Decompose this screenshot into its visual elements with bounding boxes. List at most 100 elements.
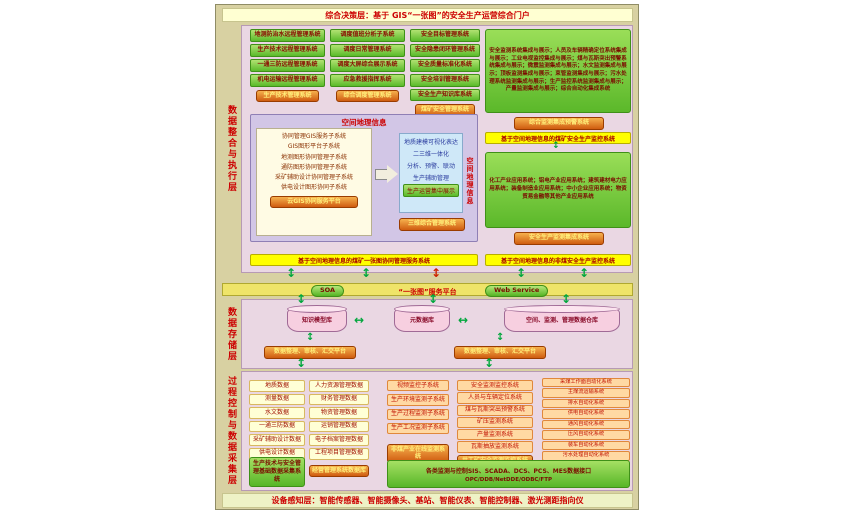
dispatch-systems: 调度值班分析子系统调度日常管理系统调度大屏综合展示系统应急救援指挥系统 [330, 29, 405, 87]
monitor-integration-footer: 综合监测集成预警系统 [514, 117, 604, 130]
data-interface-bar: 各类监测与控制SIS、SCADA、DCS、PCS、MES数据接口 OPC/DDB… [387, 460, 630, 488]
video-monitor-list: 视频监控子系统生产环境监测子系统生产过程监测子系统生产工况监测子系统 [387, 380, 449, 435]
data-box: 一通三防数据 [249, 420, 305, 433]
flow-arrow-icon [375, 165, 398, 183]
connector-arrow-icon: ↔ [354, 313, 365, 327]
system-box: 一通三防远程管理系统 [250, 58, 325, 72]
subsystem-box: 煤与瓦斯突出预警系统 [457, 404, 533, 416]
data-platform-2: 数据整理、审核、汇交平台 [454, 346, 546, 359]
subsystem-box: 视频监控子系统 [387, 380, 449, 392]
gis-subsystem: 协同管理GIS服务子系统 [281, 133, 347, 140]
connector-arrow-icon: ↕ [561, 292, 572, 306]
soa-service-bar: SOA “一张图”服务平台 Web Service [222, 283, 633, 297]
monitor-integration-text: 安全监测系统集成与展示；人员及车辆精确定位系统集成与展示；工业电视监控集成与展示… [489, 47, 627, 93]
data-interface-line2: OPC/DDB/NetDDE/ODBC/FTP [465, 476, 552, 483]
data-box: 电子档案管理数据 [309, 434, 369, 446]
group-production-tech: 地测防治水远程管理系统生产技术远程管理系统一通三防远程管理系统机电运输远程管理系… [250, 29, 325, 103]
connector-arrow-icon: ↕ [286, 266, 297, 280]
data-box: 测量数据 [249, 393, 305, 406]
process-layer: 地质数据测量数据水文数据一通三防数据采矿辅助设计数据供电设计数据 生产技术与安全… [241, 371, 633, 491]
group-safety-mgmt: 安全目标管理系统安全隐患闭环管理系统安全质量标准化系统安全培训管理系统安全生产知… [410, 29, 480, 118]
group-video-monitor: 视频监控子系统生产环境监测子系统生产过程监测子系统生产工况监测子系统 非煤产业在… [387, 380, 449, 464]
connector-arrow-icon: ↕ [516, 266, 527, 280]
noncoal-safety-monitor-bar: 基于空间地理信息的非煤安全生产监控系统 [485, 254, 631, 266]
metadata-db-label: 元数据库 [409, 317, 434, 325]
system-box: 安全培训管理系统 [410, 73, 480, 87]
data-platform-1: 数据整理、审核、汇交平台 [264, 346, 356, 359]
flow-arrow-shaft [375, 168, 387, 180]
device-layer-banner: 设备感知层：智能传感器、智能摄像头、基站、智能仪表、智能控制器、激光测距指向仪 [222, 493, 633, 508]
subsystem-box: 瓦斯抽放监测系统 [457, 441, 533, 453]
automation-list: 采煤工作面自动化系统主煤流运输系统排水自动化系统供电自动化系统通风自动化系统压风… [542, 378, 630, 461]
gis-side-label: 空间地理信息 [466, 157, 474, 205]
gis-subsystem: 地测图形协同管理子系统 [280, 153, 347, 161]
system-box: 机电运输远程管理系统 [250, 73, 325, 87]
connector-arrow-icon: ↕ [361, 266, 372, 280]
subsystem-box: 供电自动化系统 [542, 409, 630, 419]
group-tech-data: 地质数据测量数据水文数据一通三防数据采矿辅助设计数据供电设计数据 [249, 380, 305, 460]
group-safety-monitor: 安全监测监控系统人员与车辆定位系统煤与瓦斯突出预警系统矿压监测系统产量监测系统瓦… [457, 380, 533, 468]
storage-layer: 知识模型库 ↔ 元数据库 ↔ 空间、监测、管理数据仓库 ↕ ↕ 数据整理、审核、… [241, 299, 633, 369]
system-box: 地测防治水远程管理系统 [250, 29, 325, 42]
subsystem-box: 生产工况监测子系统 [387, 422, 449, 435]
mgmt-data-footer: 经营管理系统数据库 [309, 464, 369, 478]
gis-capability: 生产辅助管理 [412, 175, 449, 182]
industry-panel-footer: 安全生产监测集成系统 [514, 232, 604, 245]
connector-arrow-icon: ↕ [431, 266, 442, 280]
data-warehouse-db: 空间、监测、管理数据仓库 [504, 305, 620, 332]
gis-cloud-platform: 云GIS协同服务平台 [270, 195, 358, 209]
gis-capability: 分析、预警、联动 [406, 163, 455, 170]
subsystem-box: 生产环境监测子系统 [387, 394, 449, 406]
storage-layer-label: 数据存储层 [226, 306, 236, 362]
subsystem-box: 产量监测系统 [457, 429, 533, 441]
integration-layer: 地测防治水远程管理系统生产技术远程管理系统一通三防远程管理系统机电运输远程管理系… [241, 25, 633, 273]
connector-arrow-icon: ↕ [428, 292, 439, 306]
mgmt-data-list: 人力资源管理数据财务管理数据物资管理数据运销管理数据电子档案管理数据工程项目管理… [309, 380, 369, 460]
data-box: 采矿辅助设计数据 [249, 434, 305, 446]
gis-panel-title: 空间地理信息 [341, 118, 387, 127]
system-box: 安全生产知识库系统 [410, 88, 480, 102]
gis-subsystem: 采矿辅助设计协同管理子系统 [274, 174, 353, 182]
subsystem-box: 矿压监测系统 [457, 416, 533, 429]
data-box: 水文数据 [249, 407, 305, 419]
connector-arrow-icon: ↕ [496, 332, 505, 343]
flow-arrow-head [387, 165, 398, 183]
subsystem-box: 装车自动化系统 [542, 440, 630, 451]
one-map-platform-label: “一张图”服务平台 [398, 287, 457, 296]
webservice-button: Web Service [485, 285, 549, 297]
connector-arrow-icon: ↕ [296, 292, 307, 306]
production-tech-systems: 地测防治水远程管理系统生产技术远程管理系统一通三防远程管理系统机电运输远程管理系… [250, 29, 325, 87]
data-box: 财务管理数据 [309, 393, 369, 406]
connector-arrow-icon: ↕ [484, 356, 495, 370]
connector-arrow-icon: ↕ [306, 332, 315, 343]
data-box: 工程项目管理数据 [309, 447, 369, 460]
integration-layer-label: 数据整合与执行层 [226, 105, 236, 193]
subsystem-box: 生产过程监测子系统 [387, 408, 449, 420]
gis-service-bar: 基于空间地理信息的煤矿一张图协同管理服务系统 [250, 254, 478, 266]
subsystem-box: 人员与车辆定位系统 [457, 392, 533, 404]
data-box: 人力资源管理数据 [309, 380, 369, 392]
connector-arrow-icon: ↔ [458, 313, 469, 327]
system-box: 安全目标管理系统 [410, 29, 480, 42]
gis-3d-footer: 三维综合管理系统 [399, 218, 465, 231]
system-box: 安全质量标准化系统 [410, 58, 480, 72]
gis-highlight: 生产运营集中展示 [403, 184, 459, 197]
dispatch-footer: 综合调度管理系统 [336, 89, 399, 103]
group-automation: 采煤工作面自动化系统主煤流运输系统排水自动化系统供电自动化系统通风自动化系统压风… [542, 378, 630, 476]
industry-panel: 化工产业应用系统；铝电产业应用系统；建筑建材电力应用系统；装备制造业应用系统；中… [485, 152, 631, 228]
coal-safety-monitor-bar: 基于空间地理信息的煤矿安全生产监控系统 [485, 132, 631, 144]
gis-subsystem: 通防图形协同管理子系统 [280, 163, 347, 171]
data-box: 物资管理数据 [309, 407, 369, 419]
group-mgmt-data: 人力资源管理数据财务管理数据物资管理数据运销管理数据电子档案管理数据工程项目管理… [309, 380, 369, 478]
data-box: 地质数据 [249, 380, 305, 392]
tech-data-footer: 生产技术与安全管理基础数据采集系统 [249, 457, 305, 487]
group-dispatch: 调度值班分析子系统调度日常管理系统调度大屏综合展示系统应急救援指挥系统 综合调度… [330, 29, 405, 103]
production-tech-footer: 生产技术管理系统 [256, 89, 319, 103]
architecture-diagram: 综合决策层：基于 GIS“一张图”的安全生产运营综合门户 数据整合与执行层 地测… [215, 4, 639, 510]
data-interface-line1: 各类监测与控制SIS、SCADA、DCS、PCS、MES数据接口 [425, 467, 592, 475]
connector-arrow-icon: ↕ [579, 266, 590, 280]
